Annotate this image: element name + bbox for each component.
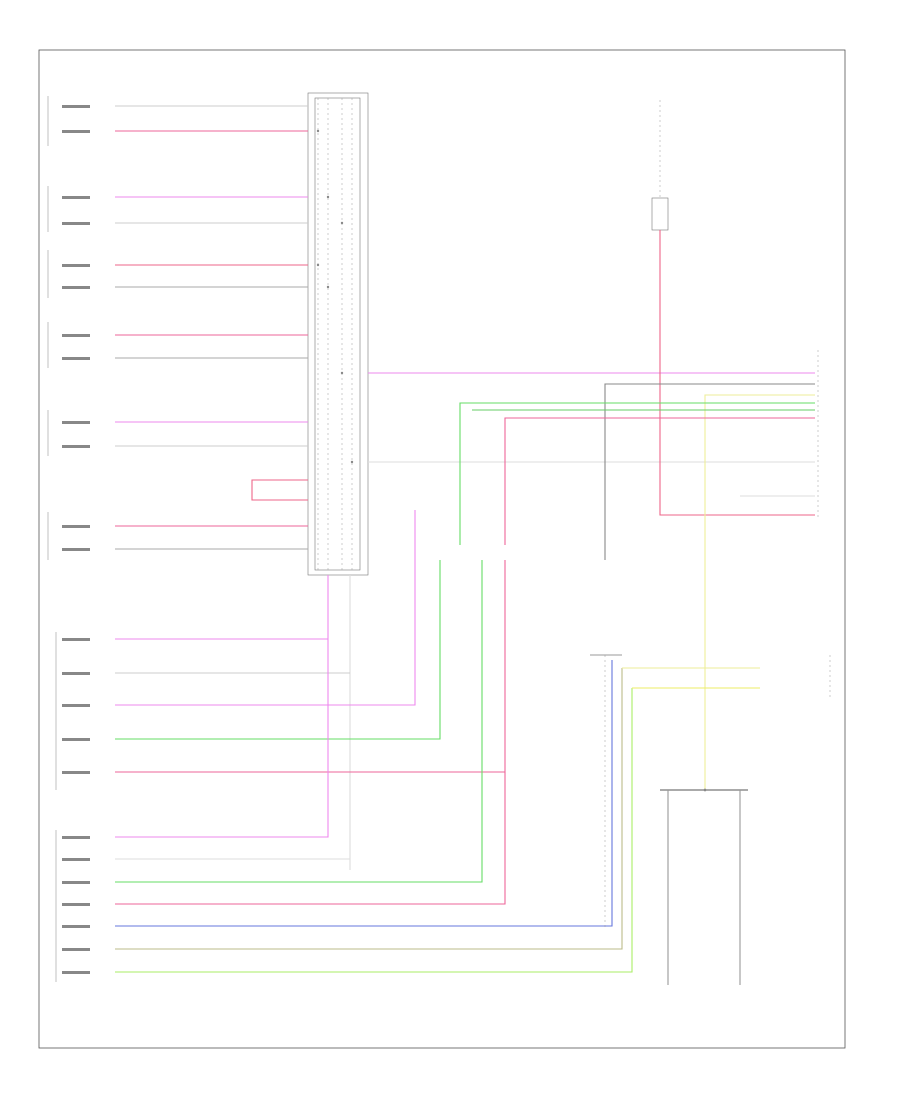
obd-connector [459, 350, 819, 790]
wires-right-junction [368, 372, 815, 463]
steering-switches [622, 655, 831, 700]
wires-left-upper [115, 105, 308, 550]
left-modules [47, 96, 57, 982]
ignition-switch [651, 100, 815, 516]
wires-lower [115, 510, 633, 973]
junction-block [307, 92, 369, 576]
wires-junction-down [327, 575, 351, 870]
speaker-splice [660, 788, 748, 985]
left-connector-tags [62, 105, 90, 974]
diagram-frame [38, 49, 846, 1049]
audio-unit [590, 654, 622, 930]
junction-pins [316, 129, 354, 464]
